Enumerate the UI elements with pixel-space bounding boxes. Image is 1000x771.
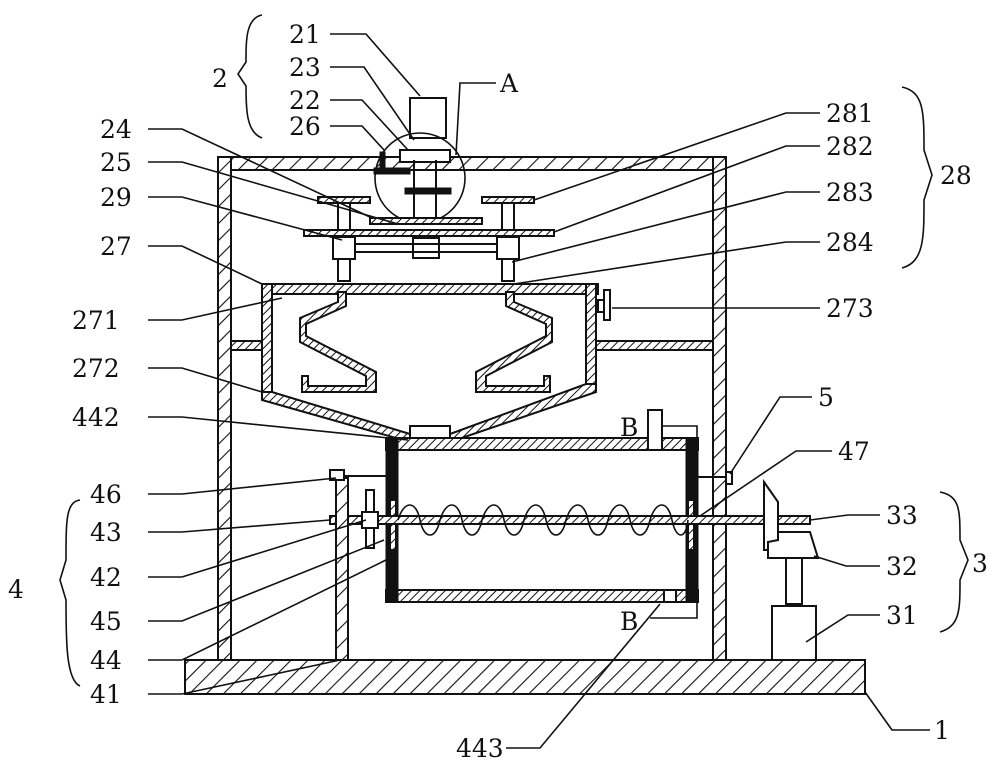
label-273: 273	[826, 294, 874, 323]
label-group-3: 3	[972, 549, 988, 578]
label-5: 5	[818, 383, 834, 412]
label-283: 283	[826, 178, 874, 207]
label-group-4: 4	[8, 575, 24, 604]
label-281: 281	[826, 99, 874, 128]
label-29: 29	[100, 183, 132, 212]
label-284: 284	[826, 228, 874, 257]
label-271: 271	[72, 306, 120, 335]
disc-assembly	[304, 197, 554, 281]
label-33: 33	[886, 501, 918, 530]
label-45: 45	[90, 607, 122, 636]
label-21: 21	[289, 20, 321, 49]
label-47: 47	[838, 437, 870, 466]
auger-shaft	[330, 516, 810, 524]
label-42: 42	[90, 563, 122, 592]
label-B-bottom: B	[620, 607, 638, 636]
detail-circle-A	[375, 133, 465, 223]
label-27: 27	[100, 232, 132, 261]
label-22: 22	[289, 86, 321, 115]
label-282: 282	[826, 132, 874, 161]
label-31: 31	[886, 601, 918, 630]
label-23: 23	[289, 53, 321, 82]
base-plate	[185, 660, 865, 694]
label-41: 41	[90, 680, 122, 709]
label-44: 44	[90, 646, 122, 675]
label-26: 26	[289, 112, 321, 141]
label-A: A	[499, 69, 519, 98]
label-24: 24	[100, 115, 132, 144]
label-B-top: B	[620, 413, 638, 442]
mixing-drum	[386, 410, 698, 618]
label-46: 46	[90, 480, 122, 509]
label-443: 443	[456, 734, 504, 763]
label-43: 43	[90, 518, 122, 547]
label-group-2: 2	[212, 64, 228, 93]
label-442: 442	[72, 403, 120, 432]
label-group-28: 28	[940, 161, 972, 190]
label-32: 32	[886, 552, 918, 581]
label-1: 1	[934, 716, 950, 745]
label-25: 25	[100, 148, 132, 177]
label-272: 272	[72, 354, 120, 383]
